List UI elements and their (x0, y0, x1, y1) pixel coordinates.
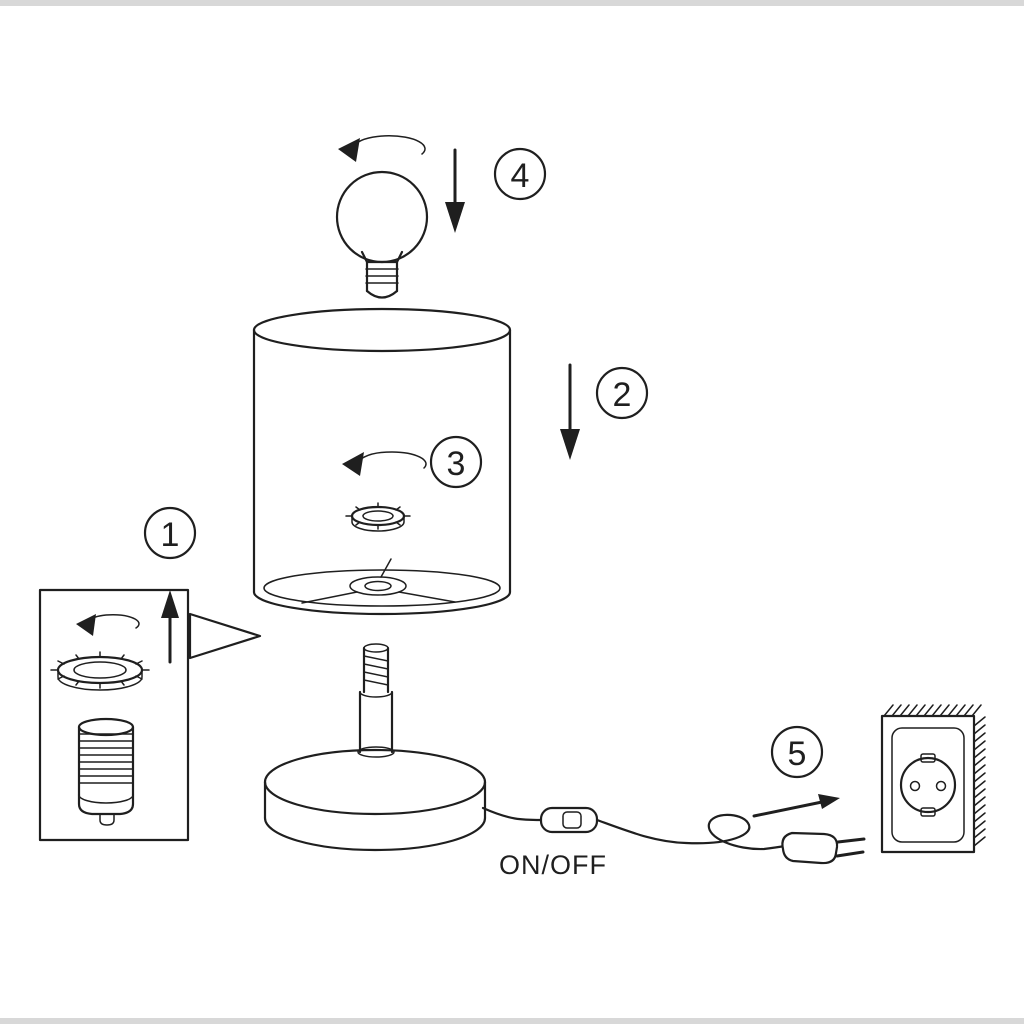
step-1-badge-circle (143, 506, 197, 560)
step-2-number: 2 (613, 376, 632, 414)
outlet-ground-clip-top (920, 753, 936, 763)
right-arrowhead (818, 794, 840, 809)
up-arrowhead (161, 590, 179, 618)
step-4-bulb-group: 4 (335, 135, 547, 299)
step-4-number: 4 (511, 157, 530, 195)
outlet-hole-left (909, 780, 921, 792)
step-1-socket-group: 1 (38, 506, 262, 842)
rotate-arrow-icon (342, 451, 427, 476)
power-plug (781, 831, 866, 865)
step-2-badge-circle (595, 366, 649, 420)
stem-coil-sides (362, 646, 390, 694)
right-arrow-icon (752, 794, 840, 818)
down-arrowhead (445, 202, 465, 233)
cord-segment-2 (595, 813, 787, 851)
socket-skirt (77, 793, 135, 816)
step-5-badge: 5 (770, 725, 824, 779)
step-3-badge-circle (429, 435, 483, 489)
shade-ring-nut (345, 502, 411, 532)
step-1-badge: 1 (143, 506, 197, 560)
down-arrowhead (560, 429, 580, 460)
rotate-arrowhead (342, 452, 364, 476)
wall-outlet (880, 704, 986, 854)
down-arrow-icon (445, 148, 465, 233)
wall-hatch-top (883, 704, 982, 717)
ringnut-outer (56, 655, 144, 685)
rotate-arrowhead (76, 614, 96, 636)
rotate-arrow-icon (338, 135, 426, 162)
bulb-screw-ridges (365, 268, 399, 284)
socket-nub (99, 813, 115, 826)
shade-sides (252, 328, 512, 594)
step-5-power-group: ON/OFF 5 (481, 704, 986, 880)
bulb-screw-tip (365, 289, 399, 299)
cord-segment-1 (481, 806, 543, 822)
plug-body (781, 831, 839, 865)
base-top (263, 748, 487, 816)
ringnut-teeth (50, 651, 150, 689)
right-arrow-shaft (752, 800, 824, 818)
ringnut-hole (362, 510, 394, 522)
switch-label: ON/OFF (499, 850, 607, 880)
socket-sides (77, 725, 135, 797)
rotate-arrow-icon (76, 614, 140, 636)
step-3-number: 3 (447, 445, 466, 483)
socket-top (77, 717, 135, 737)
diffuser-spokes (301, 558, 456, 604)
rotate-arrow-arc (357, 451, 427, 469)
light-bulb-illustration (335, 170, 429, 299)
ringnut-depth (351, 515, 405, 532)
up-arrow-icon (161, 590, 179, 664)
stem-collar (357, 746, 395, 758)
shade-top-rim (252, 307, 512, 353)
socket-threads (79, 733, 133, 784)
inline-switch (539, 806, 599, 834)
shade-diffuser-rim (263, 569, 501, 607)
outlet-ground-clip-bottom (920, 807, 936, 817)
outlet-inner-plate (891, 727, 965, 843)
outlet-hole-right (935, 780, 947, 792)
rotate-arrow-arc (352, 135, 426, 155)
stem-coil (363, 655, 389, 686)
threaded-socket (77, 717, 135, 826)
step-4-badge-circle (493, 147, 547, 201)
socket-ring-nut (50, 651, 150, 691)
outlet-socket-well (899, 756, 957, 814)
wall-hatch-right (973, 716, 986, 847)
socket-seam (78, 794, 134, 804)
switch-rocker (562, 811, 582, 829)
step-5-number: 5 (788, 735, 807, 773)
stem-tube (358, 690, 394, 754)
step-2-badge: 2 (595, 366, 649, 420)
bulb-neck (360, 250, 404, 264)
letterbox-bottom (0, 1018, 1024, 1024)
rotate-arrowhead (338, 138, 360, 162)
letterbox-top (0, 0, 1024, 6)
bulb-glass (335, 170, 429, 264)
stem-divider (359, 691, 393, 698)
diffuser-hub-inner (364, 580, 392, 592)
ringnut-hole (73, 661, 127, 679)
down-arrow-icon (560, 363, 580, 460)
ringnut-depth (57, 669, 143, 691)
detail-box (38, 588, 190, 842)
step-5-badge-circle (770, 725, 824, 779)
shade-bottom-edge (252, 590, 512, 616)
plug-pins (835, 837, 866, 858)
stem-top (363, 643, 389, 653)
outlet-plate (880, 714, 976, 854)
base-sides (263, 780, 487, 820)
step-4-badge: 4 (493, 147, 547, 201)
ringnut-teeth (345, 502, 411, 530)
base-bottom (263, 816, 487, 852)
step-3-badge: 3 (429, 435, 483, 489)
diffuser-hub-outer (349, 576, 407, 596)
step-3-ringnut-group: 3 (342, 435, 483, 532)
step-2-lampshade-group: 2 (252, 307, 649, 616)
lamp-base-group (263, 643, 487, 852)
step-1-number: 1 (161, 516, 180, 554)
socket-stem (357, 643, 395, 758)
callout-pointer (188, 612, 262, 660)
